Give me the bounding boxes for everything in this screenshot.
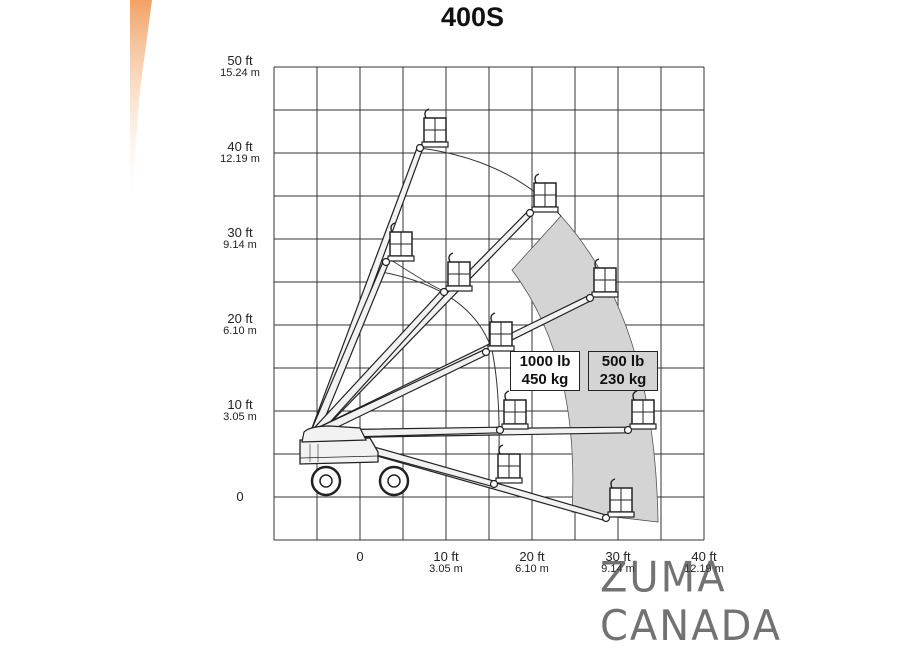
platform-basket [607, 478, 635, 518]
capacity-lb-500: 500 lb [601, 353, 645, 370]
capacity-label-1000lb: 1000 lb 450 kg [510, 351, 580, 391]
x-tick-label: 0 [330, 550, 390, 563]
boom-joint [623, 425, 633, 435]
boom-arm [310, 289, 447, 438]
x-tick-ft: 20 ft [519, 549, 545, 564]
platform-basket [495, 444, 523, 484]
y-tick-ft: 50 ft [227, 53, 253, 68]
wheel-front [310, 465, 342, 497]
x-tick-ft: 10 ft [433, 549, 459, 564]
y-tick-ft: 10 ft [227, 397, 253, 412]
platform-basket [531, 173, 559, 213]
x-tick-ft: 0 [356, 549, 364, 564]
boom-joint [439, 287, 449, 297]
capacity-kg-450: 450 kg [521, 371, 569, 388]
platform-basket [387, 222, 415, 262]
boom-position [311, 312, 515, 439]
y-tick-ft: 30 ft [227, 225, 253, 240]
boom-position [309, 222, 415, 437]
platform-basket [421, 108, 449, 148]
y-tick-ft: 40 ft [227, 139, 253, 154]
boom-joint [489, 479, 499, 489]
diagram-canvas [130, 0, 705, 541]
platform-basket [629, 390, 657, 430]
boom-position [310, 252, 473, 438]
boom-arm [309, 260, 390, 437]
wheel-rear [378, 465, 410, 497]
boom-joint [381, 257, 391, 267]
capacity-lb-1000: 1000 lb [519, 353, 571, 370]
boom-joint [495, 425, 505, 435]
x-tick-ft: 40 ft [691, 549, 717, 564]
x-tick-m: 6.10 m [515, 563, 549, 575]
page-title: 400S [440, 2, 505, 32]
platform-basket [501, 390, 529, 430]
x-tick-m: 12.19 m [684, 563, 724, 575]
y-tick-label: 0 [210, 490, 270, 503]
platform-basket [445, 252, 473, 292]
x-tick-m: 3.05 m [429, 563, 463, 575]
platform-basket [487, 312, 515, 352]
x-tick-m: 9.14 m [601, 563, 635, 575]
watermark: ZUMA CANADA [600, 553, 783, 650]
y-tick-ft: 0 [236, 489, 244, 504]
y-tick-m: 12.19 m [220, 153, 260, 165]
y-tick-ft: 20 ft [227, 311, 253, 326]
capacity-label-500lb: 500 lb 230 kg [588, 351, 658, 391]
x-tick-ft: 30 ft [605, 549, 631, 564]
accent-stripe [130, 0, 152, 220]
boom-joint [481, 347, 491, 357]
y-tick-m: 15.24 m [220, 67, 260, 79]
boom-joint [601, 513, 611, 523]
machine-chassis [299, 425, 379, 465]
y-tick-m: 3.05 m [223, 411, 257, 423]
boom-joint [525, 208, 535, 218]
platform-basket [591, 258, 619, 298]
boom-joint [415, 143, 425, 153]
y-tick-m: 6.10 m [223, 325, 257, 337]
boom-position [309, 108, 449, 437]
capacity-kg-230: 230 kg [599, 371, 647, 388]
boom-joint [585, 293, 595, 303]
y-tick-m: 9.14 m [223, 239, 257, 251]
